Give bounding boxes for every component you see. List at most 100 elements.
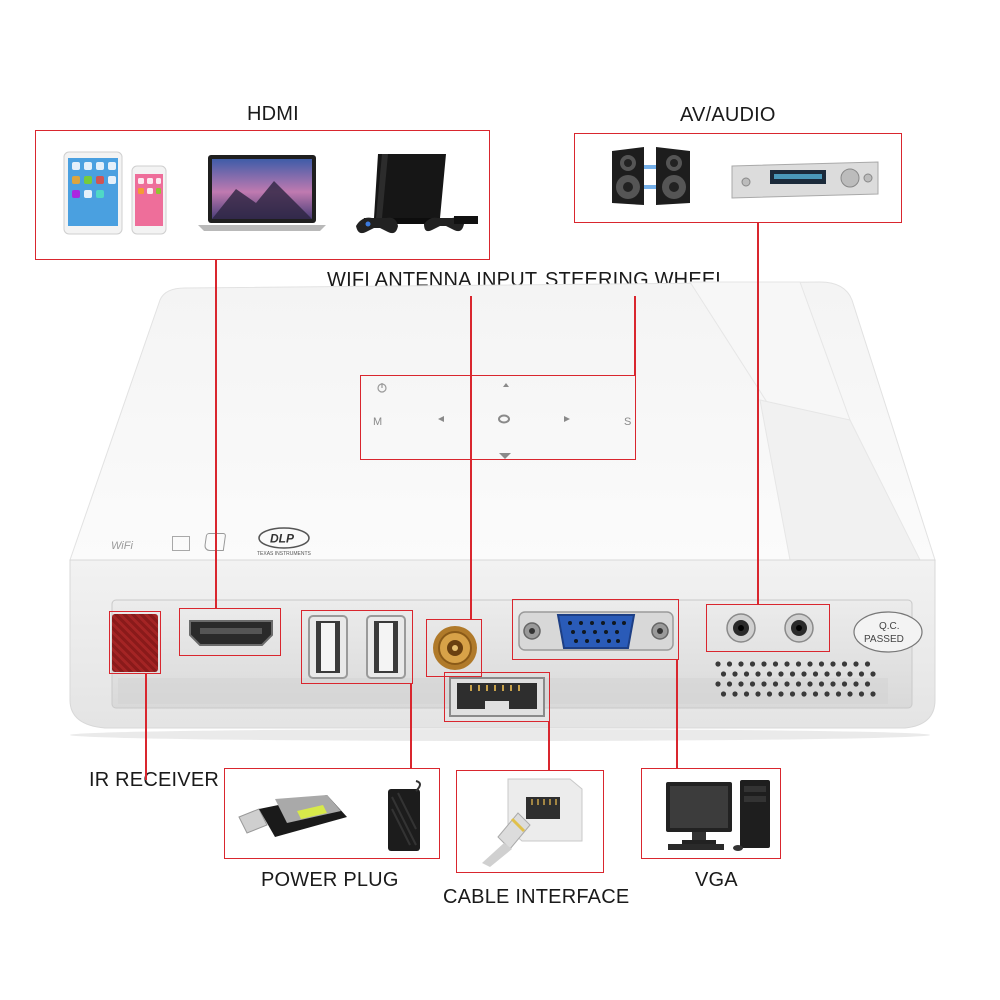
keypad-right-icon[interactable] — [564, 416, 570, 422]
keypad-left-icon[interactable] — [438, 416, 444, 422]
callout-usb-ports — [301, 610, 413, 684]
av-audio-jacks[interactable] — [712, 608, 828, 648]
callout-hdmi-devices — [35, 130, 490, 260]
grille-hole — [835, 691, 842, 697]
grille-hole — [807, 681, 813, 687]
wifi-badge: WiFi — [111, 540, 133, 552]
grille-hole — [812, 671, 819, 677]
grille-hole — [743, 671, 750, 677]
grille-hole — [749, 681, 756, 687]
callout-vga-devices — [641, 768, 781, 859]
keypad-ok-icon[interactable] — [498, 414, 510, 424]
label-ir-receiver: IR RECEIVER — [89, 769, 220, 791]
grille-hole — [738, 681, 744, 687]
grille-hole — [761, 681, 767, 687]
speaker-grille — [715, 661, 876, 697]
grille-hole — [818, 681, 825, 687]
grille-hole — [801, 691, 807, 697]
usb-port-1[interactable] — [308, 615, 348, 679]
grille-hole — [830, 681, 836, 687]
label-power-plug: POWER PLUG — [261, 869, 399, 891]
label-cable-interface: CABLE INTERFACE — [443, 886, 630, 908]
grille-hole — [720, 671, 727, 677]
grille-hole — [749, 661, 756, 667]
svg-text:Q.C.: Q.C. — [879, 621, 900, 632]
line-av-audio — [757, 223, 759, 604]
grille-hole — [841, 681, 848, 687]
grille-hole — [870, 691, 876, 697]
line-wifi-antenna — [470, 296, 472, 619]
grille-hole — [778, 691, 784, 697]
line-ethernet — [548, 722, 550, 770]
grille-hole — [795, 661, 802, 667]
callout-vga-port — [512, 599, 679, 660]
callout-audio-jacks — [706, 604, 830, 652]
callout-av-audio-devices — [574, 133, 902, 223]
grille-hole — [824, 671, 830, 677]
callout-wifi-antenna — [426, 619, 482, 677]
qc-passed-sticker: Q.C. PASSED — [853, 611, 923, 653]
desktop-pc-icon — [666, 780, 770, 851]
grille-hole — [761, 661, 767, 667]
grille-hole — [812, 691, 819, 697]
callout-hdmi-port — [179, 608, 281, 656]
grille-hole — [720, 691, 727, 697]
hard-drive-icon — [388, 780, 421, 851]
grille-hole — [807, 661, 813, 667]
hdmi-port[interactable] — [188, 617, 274, 649]
grille-hole — [847, 671, 853, 677]
ethernet-cable-icon — [482, 778, 583, 867]
grille-hole — [755, 671, 761, 677]
hd-badge — [172, 536, 190, 551]
callout-power-plug-devices — [224, 768, 440, 859]
keypad: M S — [373, 383, 631, 459]
grille-hole — [766, 671, 773, 677]
dlp-logo: DLP TEXAS INSTRUMENTS — [257, 527, 312, 557]
keypad-up-icon[interactable] — [503, 383, 509, 387]
grille-hole — [858, 671, 865, 677]
callout-ir-receiver — [109, 611, 161, 674]
callout-ethernet-port — [444, 672, 550, 722]
grille-hole — [772, 681, 779, 687]
grille-hole — [726, 681, 733, 687]
grille-hole — [870, 671, 876, 677]
vga-port[interactable] — [518, 608, 674, 654]
grille-hole — [715, 681, 721, 687]
keypad-menu-key[interactable]: M — [373, 416, 382, 428]
grille-hole — [864, 661, 871, 667]
speakers-icon — [612, 147, 690, 205]
tablet-phone-icon — [63, 151, 167, 235]
label-hdmi: HDMI — [247, 103, 299, 125]
grille-hole — [715, 661, 721, 667]
grille-hole — [858, 691, 865, 697]
grille-hole — [853, 681, 859, 687]
laptop-icon — [198, 155, 326, 231]
grille-hole — [738, 661, 744, 667]
wifi-antenna-connector[interactable] — [430, 622, 480, 674]
usb-drive-icon — [238, 795, 347, 837]
grille-hole — [755, 691, 761, 697]
ir-receiver-window — [112, 614, 158, 672]
usb-port-2[interactable] — [366, 615, 406, 679]
grille-hole — [743, 691, 750, 697]
keypad-source-key[interactable]: S — [624, 416, 631, 428]
grille-hole — [824, 691, 830, 697]
svg-text:DLP: DLP — [270, 532, 295, 546]
ethernet-port[interactable] — [449, 677, 545, 717]
grille-hole — [732, 671, 738, 677]
label-vga: VGA — [695, 869, 738, 891]
label-av-audio: AV/AUDIO — [680, 104, 776, 126]
grille-hole — [772, 661, 779, 667]
grille-hole — [795, 681, 802, 687]
grille-hole — [830, 661, 836, 667]
grille-hole — [766, 691, 773, 697]
grille-hole — [835, 671, 842, 677]
keypad-down-icon[interactable] — [499, 453, 511, 459]
grille-hole — [864, 681, 871, 687]
grille-hole — [732, 691, 738, 697]
svg-text:PASSED: PASSED — [864, 634, 904, 645]
grille-hole — [784, 661, 790, 667]
av-receiver-icon — [731, 161, 879, 199]
grille-hole — [726, 661, 733, 667]
